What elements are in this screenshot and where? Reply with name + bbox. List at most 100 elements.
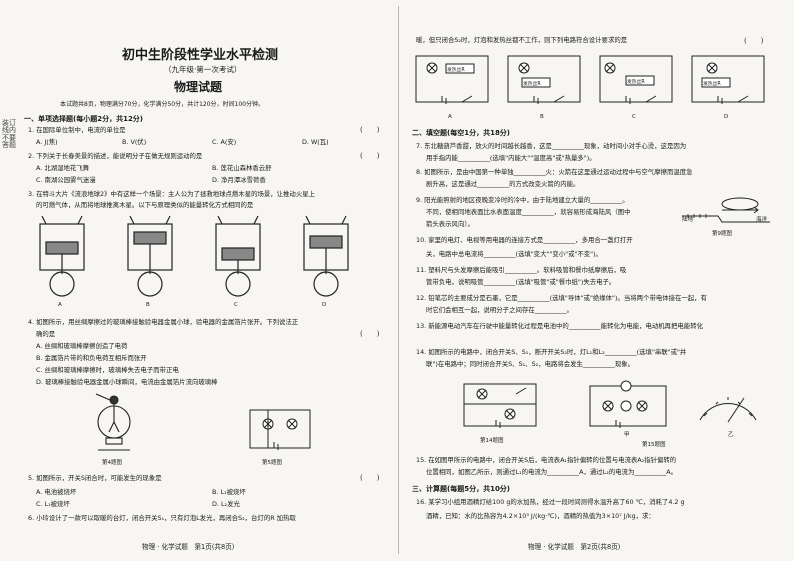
ammeter-dial-yi: [699, 397, 757, 423]
engine-diagram-d: [303, 215, 349, 297]
question-14-line2: 联")在电路中；同时闭合开关S、S₁、S₂，电路将会发生__________现象…: [426, 360, 635, 368]
question-16-line2: 酒精，已知：水的比热容为4.2×10³ J/(kg·℃)，酒精的热值为3×10⁷…: [426, 512, 655, 520]
subject-title: 物理试题: [174, 80, 223, 94]
question-4-line1: 4. 如图所示，用丝绸摩擦过的玻璃棒接触验电器金属小球，验电器的金属箔片张开。下…: [28, 318, 299, 326]
question-7-line1: 7. 东北糖葫芦香甜，放火的时间越长越香，这是__________现象，动时间小…: [416, 142, 687, 150]
engine-label-b: B: [146, 302, 150, 308]
heater-label-b: 发热丝R: [523, 82, 541, 87]
answer-paren: ( ): [360, 330, 380, 338]
q2-option-c: C. 南湖公园雾气迷漫: [36, 176, 96, 184]
option-letter-c: C: [632, 114, 636, 120]
figure-15-yi-label: 乙: [728, 432, 734, 438]
circuit-figure-15: [589, 380, 757, 428]
q4-option-d: D. 玻璃棒接触验电器金属小球瞬间，电流由金属箔片流向玻璃棒: [36, 378, 218, 386]
question-8-line2: 剧升高，这是通过__________的方式改变火箭的内能。: [426, 180, 580, 188]
heater-label-a: 发热丝R: [447, 68, 465, 73]
question-8-line1: 8. 如图所示，是由中国第一种单独__________火：火箭在这里通过运动过程…: [416, 168, 693, 176]
figure-15-jia-label: 甲: [624, 432, 630, 438]
heater-circuit-d: [691, 55, 765, 104]
heater-circuit-a: [415, 55, 489, 104]
engine-diagram-c: [215, 215, 261, 297]
heater-circuit-options: [415, 55, 765, 104]
answer-paren: ( ): [360, 152, 380, 160]
page-footer-left: 物理 · 化学试题 第1页(共8页): [142, 543, 235, 551]
q2-option-d: D. 净月潭冰雪荷香: [212, 176, 266, 184]
answer-paren: ( ): [360, 474, 380, 482]
q2-option-b: B. 莲花山森林香云舒: [212, 164, 272, 172]
q4-option-b: B. 金属箔片带的和负电荷互相斥而张开: [36, 354, 147, 362]
section-calculation: 三、计算题(每题5分，共10分): [412, 485, 511, 493]
figure-5-caption: 第5题图: [262, 460, 282, 466]
section-fill-blank: 二、填空题(每空1分，共18分): [412, 129, 511, 137]
figure-4-caption: 第4题图: [102, 460, 122, 466]
answer-paren: ( ): [360, 126, 380, 134]
binding-margin-text: 装订线内不要答题: [2, 119, 16, 150]
question-12-line1: 12. 铅笔芯的主要成分是石墨，它是__________(选填"导体"或"绝缘体…: [416, 294, 707, 302]
q4-option-a: A. 丝绸和玻璃棒摩擦创造了电荷: [36, 342, 128, 350]
question-9-line1: 9. 阳光能照射的地区夜晚变冷时的冷中，由于陆地建立大量的__________。: [416, 196, 629, 204]
engine-label-d: D: [322, 302, 327, 308]
engine-label-c: C: [234, 302, 238, 308]
question-3-line1: 3. 在特斗大片《流浪地球2》中有这样一个场景：主人公为了拯救地球点燃木星的场景…: [28, 190, 315, 198]
exam-subtitle: （九年级·第一次考试）: [164, 65, 242, 74]
figure-9-sea-label: 海洋: [756, 217, 768, 223]
heater-label-c: 发热丝R: [627, 80, 645, 85]
question-5: 5. 如图所示，开关S闭合时，可能发生的现象是: [28, 474, 162, 482]
question-16-line1: 16. 某学习小组用酒精灯给100 g的水加热，经过一段时间测得水温升高了60 …: [416, 498, 685, 506]
question-11-line2: 管带负电，说明吸管__________(选填"吸管"或"餐巾纸")失去电子。: [426, 278, 616, 286]
question-6: 6. 小玲设计了一款可以取暖的台灯，闭合开关S₁，只有灯泡L发光，再闭合S₂，台…: [28, 514, 296, 522]
question-3-line2: 的可燃气体，从而将地球推离木星。以下与原理类似的能量转化方式相同的是: [36, 201, 254, 209]
question-11-line1: 11. 塑料尺与头发摩擦后能吸引__________。软料吸管和餐巾纸摩擦后，吸: [416, 266, 627, 274]
figure-9-caption: 第9题图: [712, 231, 732, 237]
figure-9-land-label: 陆地: [682, 217, 694, 223]
q1-option-c: C. A(安): [212, 138, 237, 146]
q1-option-a: A. J(焦): [36, 138, 58, 146]
question-4-line2: 确的是: [36, 330, 56, 338]
question-2: 2. 下列关于长春美景的描述，能说明分子在做无规则运动的是: [28, 152, 203, 160]
question-6-continued: 暖，但只闭合S₂时，灯泡和发热丝都不工作，则下列电路符合设计要求的是: [416, 36, 628, 44]
engine-label-a: A: [58, 302, 62, 308]
circuit-figure-5: [249, 409, 311, 450]
heater-circuit-c: [599, 55, 673, 104]
question-12-line2: 时它们会相互一起，说明分子之间存在__________。: [426, 306, 573, 314]
exam-title: 初中生阶段性学业水平检测: [122, 48, 279, 63]
electroscope-figure: [95, 393, 131, 451]
q1-option-b: B. V(伏): [122, 138, 147, 146]
question-13: 13. 新能源电动汽车在行驶中能量转化过程是电池中的__________能转化为…: [416, 322, 703, 330]
engine-stroke-figures: [39, 215, 349, 297]
circuit-15-jia: [589, 380, 667, 428]
question-15-line1: 15. 在如图甲所示的电路中，闭合开关S后，电流表A₁指针偏转的位置与电流表A₂…: [416, 456, 677, 464]
sea-breeze-figure: [682, 197, 770, 223]
question-1: 1. 在国际单位制中，电流的单位是: [28, 126, 126, 134]
heater-label-d: 发热丝R: [703, 82, 721, 87]
option-letter-a: A: [448, 114, 452, 120]
question-14-line1: 14. 如图所示的电路中，闭合开关S、S₁，断开开关S₂时，灯L₁和L₂____…: [416, 348, 687, 356]
page-divider: [398, 6, 399, 554]
option-letter-b: B: [540, 114, 544, 120]
question-9-line3: 箭头表示风向）。: [426, 220, 474, 228]
left-page: 初中生阶段性学业水平检测 （九年级·第一次考试） 物理试题 本试题共8页，物理满…: [22, 0, 390, 561]
circuit-figure-14: [463, 383, 537, 428]
q2-option-a: A. 北湖湿地花飞舞: [36, 164, 90, 172]
option-letter-d: D: [724, 114, 729, 120]
q5-option-d: D. L₂发光: [212, 500, 240, 508]
answer-paren: ( ): [744, 37, 764, 45]
q5-option-b: B. L₁被烧坏: [212, 488, 246, 496]
right-page: 暖，但只闭合S₂时，灯泡和发热丝都不工作，则下列电路符合设计要求的是 ( ): [410, 0, 782, 561]
page-footer-right: 物理 · 化学试题 第2页(共8页): [528, 543, 621, 551]
q5-option-c: C. L₁被烧坏: [36, 500, 70, 508]
instructions: 本试题共8页，物理满分70分，化学满分50分，共计120分，时间100分钟。: [60, 101, 264, 108]
question-10-line1: 10. 家里的电灯、电视等用电器的连接方式是__________，多用合一盏灯打…: [416, 236, 633, 244]
question-7-line2: 用手指内能__________(选填"内能大""温度高"或"热量多")。: [426, 154, 596, 162]
question-9-line2: 不同，使相同地表面比水表面温度__________，就容易形成海陆风（图中: [426, 208, 631, 216]
heater-circuit-b: [507, 55, 581, 104]
question-15-line2: 位置相同，如图乙所示，则通过L₁的电流为__________A，通过L₂的电流为…: [426, 468, 678, 476]
q5-option-a: A. 电池被烧坏: [36, 488, 77, 496]
question-10-line2: 关，电路中总电流将__________(选填"变大""变小"或"不变")。: [426, 250, 602, 258]
figure-14-caption: 第14题图: [480, 438, 504, 444]
q1-option-d: D. W(瓦): [302, 138, 329, 146]
engine-diagram-a: [39, 215, 85, 297]
section-choice: 一、单项选择题(每小题2分，共12分): [24, 115, 144, 123]
engine-diagram-b: [127, 215, 173, 297]
